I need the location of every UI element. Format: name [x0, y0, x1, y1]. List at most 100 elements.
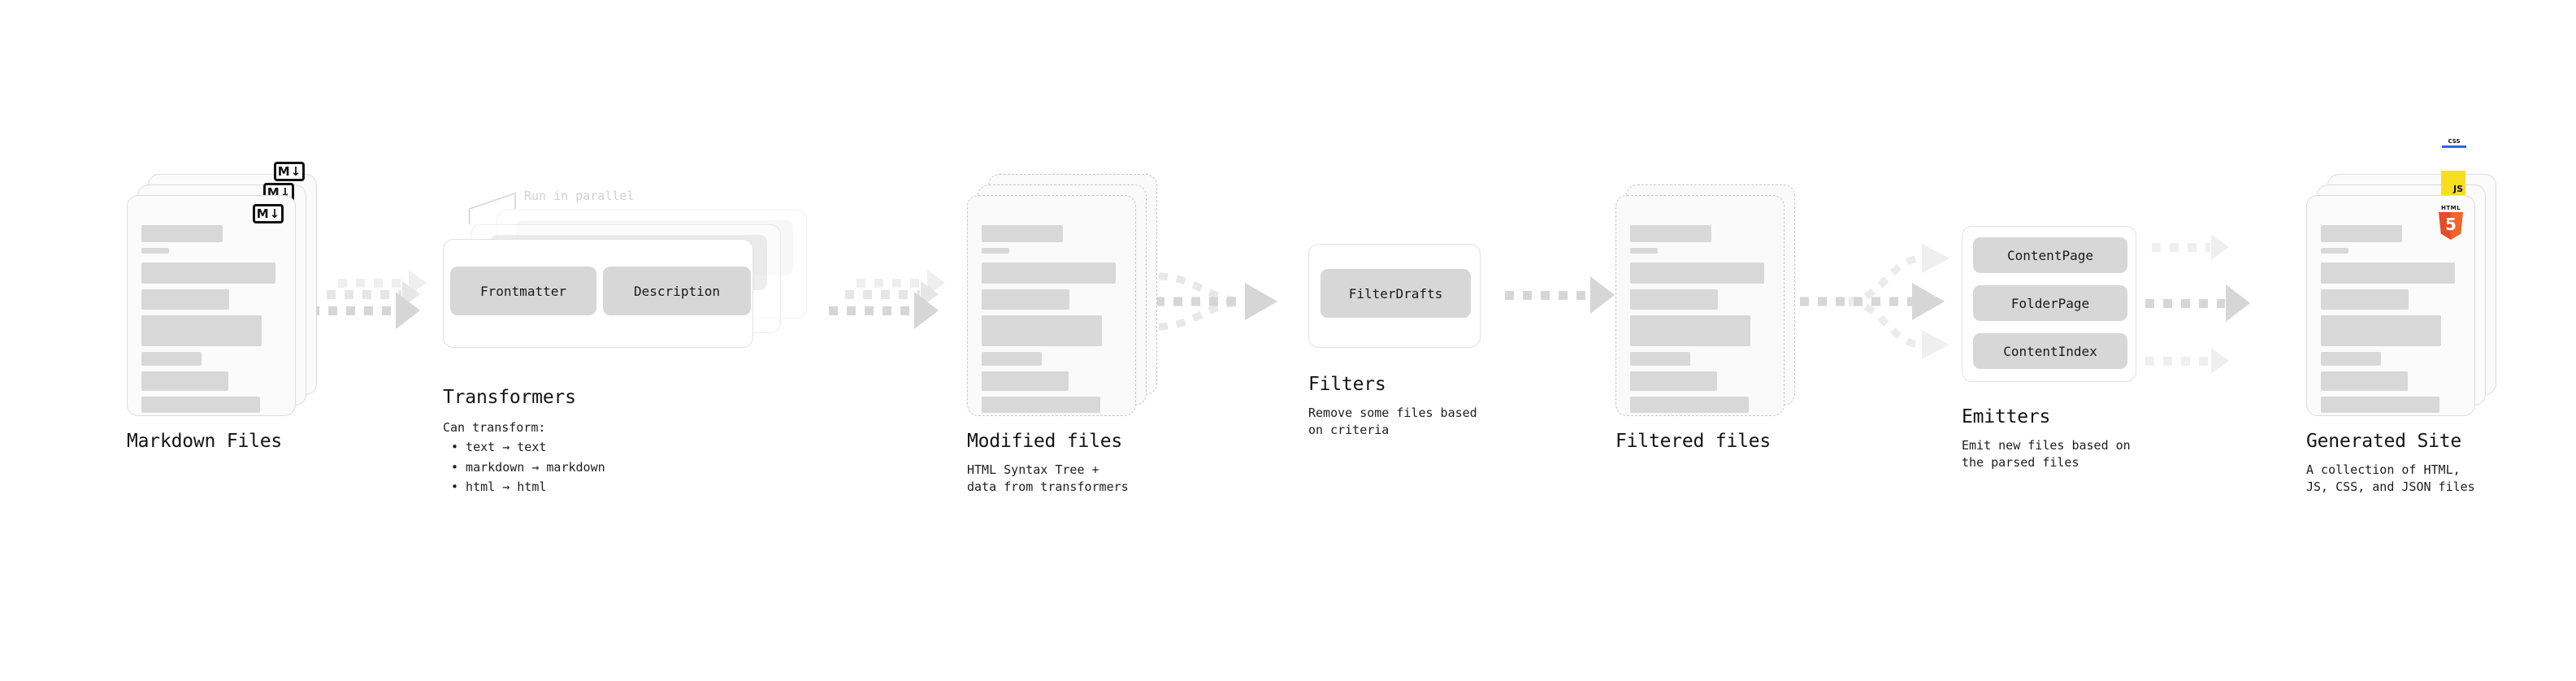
markdown-logo-icon: M ↓ — [253, 204, 284, 223]
skeleton-line — [982, 315, 1102, 346]
flow-lane — [310, 292, 420, 329]
skeleton-line — [2321, 289, 2409, 310]
skeleton-line — [2321, 225, 2402, 242]
markdown-logo-letter: M — [277, 163, 290, 179]
skeleton-line — [2321, 248, 2349, 254]
card-skeleton — [141, 225, 281, 419]
bullet-item: • markdown → markdown — [451, 459, 605, 475]
skeleton-line — [141, 248, 170, 254]
flow-lane — [829, 292, 939, 329]
stage-markdown-files: M ↓ M ↓ M ↓ — [127, 162, 317, 452]
filtered-files-label-group: Filtered files — [1615, 431, 1771, 452]
filters-label-group: Filters Remove some files based on crite… — [1308, 374, 1477, 440]
generated-site-label-group: Generated Site A collection of HTML, JS,… — [2306, 431, 2475, 497]
stage-filtered-files: Filtered files — [1615, 184, 1806, 452]
transform-bullet-list: • text → text • markdown → markdown • ht… — [443, 439, 605, 496]
skeleton-line — [141, 352, 202, 366]
stage-transformers: Run in parallel Frontmatter Description … — [443, 189, 825, 494]
emitter-pill-folderpage[interactable]: FolderPage — [1973, 285, 2127, 321]
skeleton-line — [2321, 352, 2381, 366]
stage-title: Markdown Files — [127, 431, 283, 452]
filter-pill-filterdrafts[interactable]: FilterDrafts — [1321, 269, 1471, 318]
generated-card-front: HTML 5 — [2306, 195, 2475, 416]
skeleton-line — [982, 248, 1010, 254]
stage-title: Emitters — [1962, 406, 2051, 427]
skeleton-line — [2321, 262, 2456, 284]
skeleton-line — [1630, 225, 1711, 242]
stage-title: Generated Site — [2306, 431, 2462, 452]
emitters-group-box: ContentPage FolderPage ContentIndex — [1962, 226, 2136, 382]
markdown-file-stack: M ↓ M ↓ M ↓ — [127, 162, 317, 416]
skeleton-line — [1630, 397, 1750, 413]
skeleton-line — [1630, 371, 1717, 391]
flow-lane — [2145, 284, 2250, 322]
stage-description: A collection of HTML, JS, CSS, and JSON … — [2306, 462, 2475, 495]
skeleton-line — [2321, 397, 2440, 413]
skeleton-line — [982, 397, 1101, 413]
skeleton-line — [2321, 371, 2408, 391]
skeleton-line — [1630, 315, 1750, 346]
flow-arrow-filtered-to-emitters — [1800, 236, 1962, 374]
skeleton-line — [982, 225, 1063, 242]
modified-card-front — [967, 195, 1136, 416]
skeleton-line — [1630, 352, 1690, 366]
markdown-card-front: M ↓ — [127, 195, 296, 416]
css-logo-text: CSS — [2448, 138, 2461, 145]
generated-site-stack: CSS JS HTML 5 — [2306, 139, 2509, 416]
filtered-card-front — [1615, 195, 1785, 416]
html5-logo-icon: HTML 5 — [2437, 206, 2465, 240]
skeleton-line — [1630, 289, 1719, 310]
stage-filters: FilterDrafts Filters Remove some files b… — [1308, 244, 1495, 455]
bullet-item: • text → text — [451, 440, 547, 455]
flow-arrow-transformers-to-modified — [829, 268, 967, 341]
converging-dashed-path — [1156, 272, 1277, 331]
js-logo-icon: JS — [2441, 171, 2465, 195]
flow-arrow-emitters-to-site — [2145, 234, 2308, 380]
stage-title: Filters — [1308, 374, 1386, 395]
stage-description: Can transform: — [443, 420, 546, 435]
markdown-logo-arrow: ↓ — [290, 163, 301, 179]
flow-arrow-markdown-to-transformers — [310, 268, 440, 341]
stage-emitters: ContentPage FolderPage ContentIndex Emit… — [1962, 226, 2165, 470]
markdown-logo-letter: M — [256, 206, 269, 221]
css3-logo-icon: CSS — [2442, 139, 2466, 150]
modified-file-stack — [967, 174, 1157, 416]
modified-files-label-group: Modified files HTML Syntax Tree + data f… — [967, 431, 1129, 497]
stage-description: HTML Syntax Tree + data from transformer… — [967, 462, 1129, 495]
transformer-pill-description[interactable]: Description — [603, 267, 751, 315]
skeleton-line — [141, 289, 230, 310]
skeleton-line — [2321, 315, 2441, 346]
skeleton-line — [1630, 262, 1765, 284]
transformers-label-group: Transformers Can transform: • text → tex… — [443, 387, 605, 496]
flow-lane — [1505, 276, 1615, 314]
skeleton-line — [982, 371, 1069, 391]
transformer-pill-frontmatter[interactable]: Frontmatter — [450, 267, 596, 315]
html5-logo-caption: HTML — [2440, 205, 2461, 211]
bullet-item: • html → html — [451, 479, 547, 494]
emitters-label-group: Emitters Emit new files based on the par… — [1962, 406, 2131, 472]
skeleton-line — [141, 397, 261, 413]
filters-group-box: FilterDrafts — [1308, 244, 1481, 348]
filtered-file-stack — [1615, 184, 1806, 416]
markdown-logo-icon: M ↓ — [274, 162, 305, 181]
stage-description: Remove some files based on criteria — [1308, 406, 1477, 438]
skeleton-line — [1630, 248, 1659, 254]
skeleton-line — [141, 225, 223, 242]
card-skeleton — [982, 225, 1121, 419]
transformer-group-front: Frontmatter Description — [443, 239, 753, 348]
card-skeleton — [1630, 225, 1770, 419]
skeleton-line — [141, 371, 228, 391]
flow-lane — [2145, 348, 2229, 374]
emitter-pill-contentpage[interactable]: ContentPage — [1973, 237, 2127, 273]
fanout-dashed-path — [1800, 244, 1949, 359]
stage-description: Emit new files based on the parsed files — [1962, 438, 2131, 471]
stage-title: Modified files — [967, 431, 1123, 452]
markdown-logo-arrow: ↓ — [269, 206, 280, 221]
emitter-pill-contentindex[interactable]: ContentIndex — [1973, 333, 2127, 369]
skeleton-line — [982, 289, 1070, 310]
html5-logo-number: 5 — [2445, 214, 2457, 234]
flow-arrow-filters-to-filtered — [1505, 276, 1627, 325]
flow-lane — [2152, 234, 2229, 260]
skeleton-line — [141, 315, 262, 346]
